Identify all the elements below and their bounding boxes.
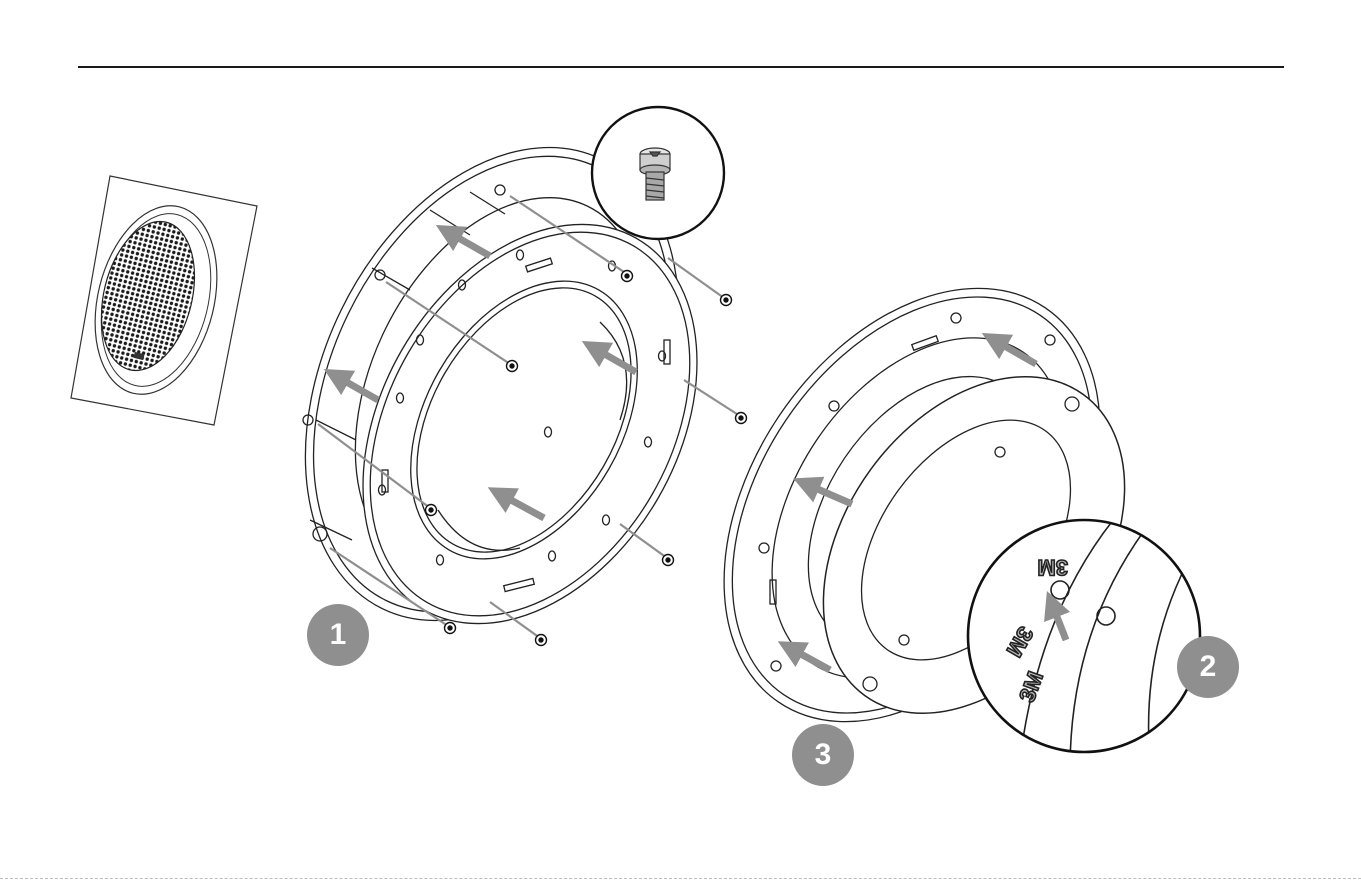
speaker-reference-panel — [71, 176, 257, 425]
screw-icon — [426, 505, 437, 516]
screw-icon — [536, 635, 547, 646]
step-number: 3 — [815, 738, 832, 772]
screw-icon — [507, 361, 518, 372]
tape-mark-label: 3M — [1037, 555, 1068, 580]
screw-icon — [663, 555, 674, 566]
footer-rule — [0, 878, 1361, 879]
screw-detail-callout — [592, 107, 724, 239]
step-badge-1: 1 — [307, 604, 369, 666]
step-badge-3: 3 — [792, 724, 854, 786]
step-badge-2: 2 — [1177, 636, 1239, 698]
step-number: 1 — [330, 618, 347, 652]
screw-icon — [445, 623, 456, 634]
screw-icon — [721, 295, 732, 306]
screw-icon — [736, 413, 747, 424]
screw-icon — [622, 271, 633, 282]
step-number: 2 — [1200, 650, 1217, 684]
